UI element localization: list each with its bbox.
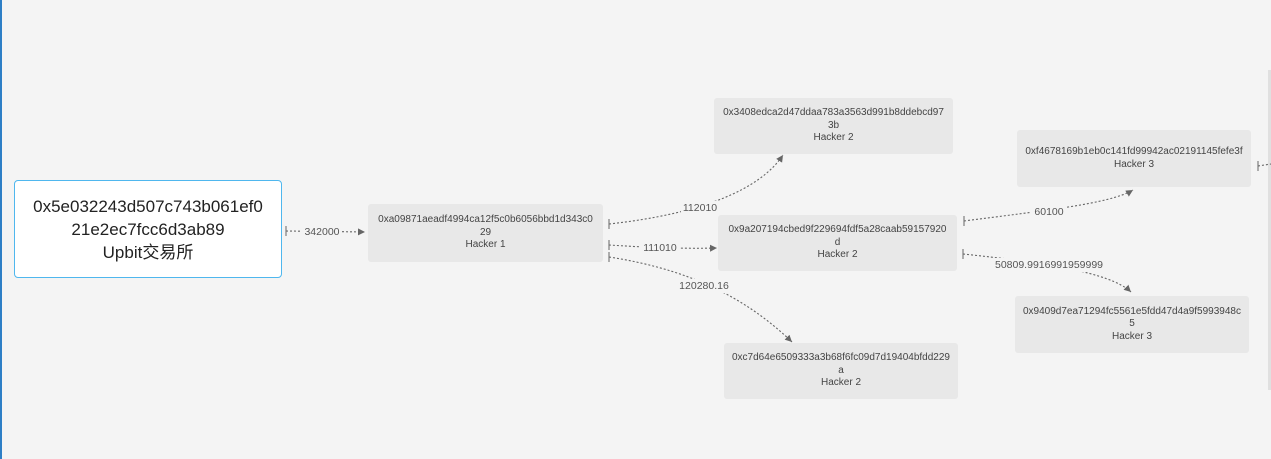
node-address: 0xa09871aeadf4994ca12f5c0b6056bbd1d343c0… bbox=[378, 214, 593, 238]
edge-label-h1-h2a: 112010 bbox=[683, 202, 717, 214]
node-hacker-2-b[interactable]: 0x9a207194cbed9f229694fdf5a28caab5915792… bbox=[718, 215, 957, 271]
node-label: Hacker 1 bbox=[465, 239, 506, 251]
edge-h2b-h3a[interactable]: 60100 bbox=[963, 189, 1134, 226]
node-hacker-3-b[interactable]: 0x9409d7ea71294fc5561e5fdd47d4a9f5993948… bbox=[1015, 296, 1249, 353]
node-label: Hacker 2 bbox=[820, 377, 861, 389]
edge-label-root-h1: 342000 bbox=[304, 226, 339, 238]
node-hacker-2-a[interactable]: 0x3408edca2d47ddaa783a3563d991b8ddebcd97… bbox=[714, 98, 953, 154]
node-label: Hacker 2 bbox=[813, 132, 854, 144]
node-label: Hacker 2 bbox=[817, 249, 858, 261]
edge-h1-h2b[interactable]: 111010 bbox=[608, 240, 718, 255]
edge-h1-h2c[interactable]: 120280.16 bbox=[608, 252, 793, 343]
node-hacker-3-a[interactable]: 0xf4678169b1eb0c141fd99942ac02191145fefe… bbox=[1017, 130, 1251, 187]
node-upbit-exchange[interactable]: 0x5e032243d507c743b061ef021e2ec7fcc6d3ab… bbox=[14, 180, 282, 278]
canvas-right-edge bbox=[1268, 70, 1271, 390]
edge-h3a-offscreen[interactable] bbox=[1257, 161, 1271, 171]
node-hacker-2-c[interactable]: 0xc7d64e6509333a3b68f6fc09d7d19404bfdd22… bbox=[724, 343, 958, 399]
edge-h2b-h3b[interactable]: 50809.9916991959999 bbox=[962, 249, 1132, 293]
node-address: 0x9409d7ea71294fc5561e5fdd47d4a9f5993948… bbox=[1023, 305, 1241, 330]
edge-root-h1[interactable]: 342000 bbox=[285, 224, 366, 238]
node-hacker-1[interactable]: 0xa09871aeadf4994ca12f5c0b6056bbd1d343c0… bbox=[368, 204, 603, 262]
edge-label-h1-h2b: 111010 bbox=[643, 242, 677, 254]
edge-h1-h2a[interactable]: 112010 bbox=[608, 154, 784, 229]
node-address: 0xf4678169b1eb0c141fd99942ac02191145fefe… bbox=[1025, 146, 1243, 157]
edge-label-h2b-h3a: 60100 bbox=[1034, 206, 1063, 218]
edge-label-h2b-h3b: 50809.9916991959999 bbox=[995, 259, 1103, 271]
node-label: Upbit交易所 bbox=[102, 242, 194, 262]
edge-label-h1-h2c: 120280.16 bbox=[679, 280, 729, 292]
node-address: 0x3408edca2d47ddaa783a3563d991b8ddebcd97… bbox=[723, 107, 944, 131]
node-address: 0x9a207194cbed9f229694fdf5a28caab5915792… bbox=[728, 224, 947, 248]
node-label: Hacker 3 bbox=[1113, 158, 1154, 170]
node-label: Hacker 3 bbox=[1111, 330, 1152, 342]
node-address: 0x5e032243d507c743b061ef021e2ec7fcc6d3ab… bbox=[33, 196, 263, 239]
node-address: 0xc7d64e6509333a3b68f6fc09d7d19404bfdd22… bbox=[732, 352, 950, 376]
canvas-left-border bbox=[0, 0, 2, 459]
